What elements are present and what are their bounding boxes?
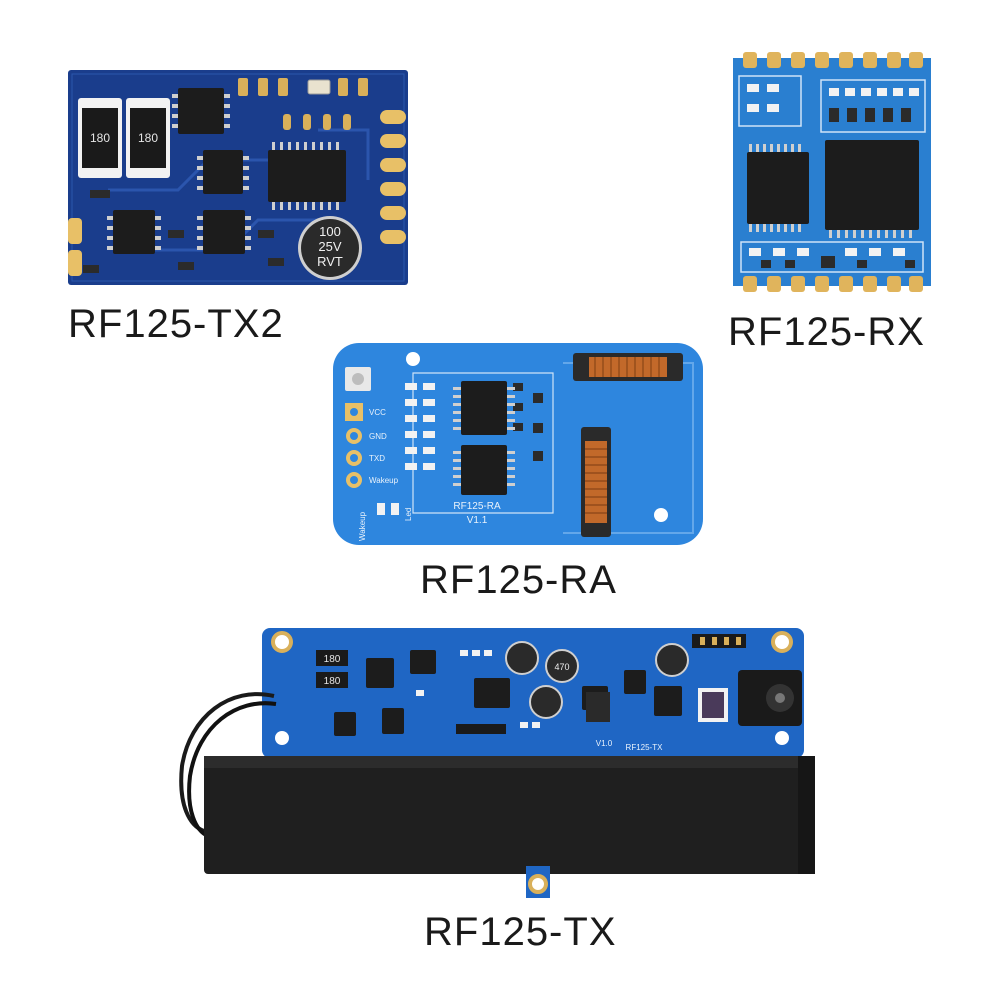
rf125-tx2-board-image: 180 180 100 25V RVT [68, 70, 408, 285]
tx2-resistor-2-marking: 180 [138, 131, 158, 145]
ra-board-silk-version: V1.1 [467, 515, 488, 526]
ra-side-label-led: Led [404, 508, 413, 521]
rf125-tx-board-image: 180 180 470 RF125-TX V1.0 [179, 628, 815, 898]
rf125-rx-board-image [733, 52, 931, 292]
ra-pin-label-vcc: VCC [369, 408, 386, 417]
ra-pin-label-wakeup: Wakeup [369, 476, 399, 485]
tx-board-silk-version: V1.0 [596, 739, 613, 748]
caption-rf125-ra: RF125-RA [420, 558, 617, 602]
tx2-capacitor-marking-2: 25V [318, 239, 341, 254]
caption-rf125-tx2: RF125-TX2 [68, 302, 284, 346]
tx-resistor-1-marking: 180 [324, 654, 341, 665]
ra-side-label-wakeup: Wakeup [358, 511, 367, 541]
tx2-resistor-1-marking: 180 [90, 131, 110, 145]
ra-pin-label-txd: TXD [369, 454, 385, 463]
tx-capacitor-470-marking: 470 [554, 662, 569, 672]
caption-rf125-tx: RF125-TX [424, 910, 617, 954]
tx2-capacitor-marking-1: 100 [319, 224, 341, 239]
ra-pin-label-gnd: GND [369, 432, 387, 441]
tx-board-silk-name: RF125-TX [626, 743, 664, 752]
caption-rf125-rx: RF125-RX [728, 310, 925, 354]
ra-board-silk-name: RF125-RA [453, 501, 501, 512]
tx-resistor-2-marking: 180 [324, 676, 341, 687]
tx2-capacitor-marking-3: RVT [317, 254, 343, 269]
rf125-ra-board-image: VCC GND TXD Wakeup Wakeup Led RF125-RA V… [333, 343, 703, 545]
